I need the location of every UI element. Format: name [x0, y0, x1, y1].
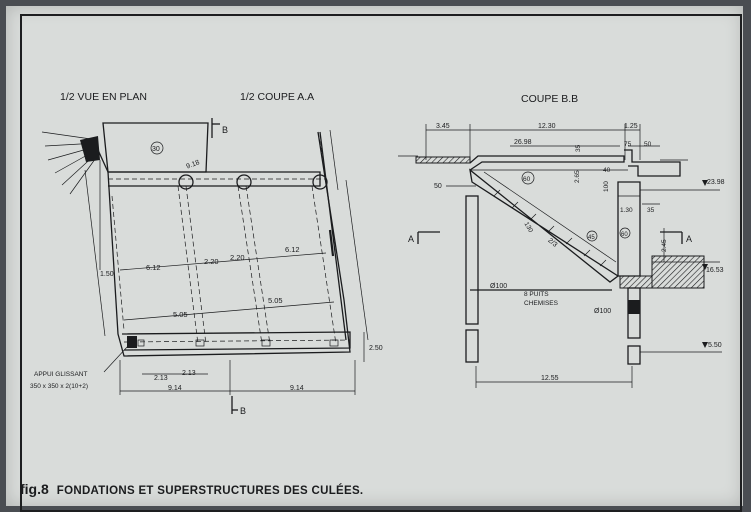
section-top-dimensions — [425, 124, 660, 160]
plan-left-edge — [84, 169, 106, 337]
plan-dim-612-right: 6.12 — [285, 245, 300, 254]
section-dim-35-top: 35 — [575, 144, 582, 152]
section-ground-fill — [651, 255, 705, 289]
figure-caption: fig.8 FONDATIONS ET SUPERSTRUCTURES DES … — [20, 481, 363, 501]
plan-dim-213-left: 2.13 — [154, 375, 168, 382]
section-pile-right-solid — [628, 300, 640, 314]
plan-column-2 — [236, 174, 252, 190]
plan-dim-612-left: 6.12 — [146, 263, 161, 272]
section-dim-130-slope: 130 — [523, 221, 535, 234]
figure-title: FONDATIONS ET SUPERSTRUCTURES DES CULÉES… — [56, 485, 364, 497]
section-circle-45-label: 45 — [588, 235, 595, 241]
section-footing — [619, 275, 653, 289]
section-dim-345: 3.45 — [436, 123, 450, 130]
section-b-bottom-label: B — [240, 406, 246, 416]
section-dim-1230: 12.30 — [538, 123, 556, 130]
bearing-label: APPUI GLISSANT — [34, 371, 87, 378]
level-2398-arrow — [702, 180, 708, 186]
bearing-leader — [103, 345, 129, 373]
figure-number: fig.8 — [20, 481, 49, 497]
level-2398: 23.98 — [707, 179, 725, 186]
plan-bearing-3 — [261, 339, 271, 347]
section-dim-100: 100 — [603, 181, 610, 192]
section-dim-35-right: 35 — [647, 207, 655, 214]
plan-right-wall-top — [317, 131, 323, 153]
section-pile-left-lower — [465, 329, 479, 363]
section-circle-60-top-label: 60 — [523, 176, 531, 183]
section-dim-50-top: 50 — [644, 141, 652, 148]
section-dim-2698: 26.98 — [514, 139, 532, 146]
section-dim-50-left: 50 — [434, 183, 442, 190]
section-circle-60-right — [619, 227, 631, 239]
drawing-sheet — [6, 6, 743, 512]
section-dim-125: 1.25 — [624, 123, 638, 130]
plan-circle-label: 30 — [152, 146, 160, 153]
section-circle-45 — [586, 230, 598, 242]
drawing-frame — [20, 14, 742, 512]
section-circle-60-right-label: 60 — [621, 232, 628, 238]
section-pile-note-2: CHEMISES — [524, 300, 559, 307]
plan-bearing-1 — [137, 339, 145, 347]
plan-bearing-4 — [329, 339, 339, 347]
plan-right-wall — [319, 131, 347, 341]
section-pile-right-lower — [627, 345, 641, 365]
section-a-right-label: A — [686, 234, 692, 244]
section-strut-ticks — [493, 189, 607, 267]
plan-dim-505-left: 5.05 — [173, 310, 188, 319]
plan-dim-914-right: 9.14 — [290, 385, 304, 392]
plan-column-3 — [312, 174, 328, 190]
plan-footing-axis — [123, 339, 351, 343]
plan-bearing-2 — [195, 339, 205, 347]
section-a-left-label: A — [408, 234, 414, 244]
heading-section-aa: 1/2 COUPE A.A — [240, 91, 314, 103]
heading-plan-view: 1/2 VUE EN PLAN — [60, 91, 147, 103]
plan-bearing-solid — [127, 336, 137, 348]
plan-wall-mark — [328, 229, 335, 257]
plan-outline — [97, 131, 351, 357]
level-1653: 16.53 — [706, 267, 724, 274]
section-deck-girder — [624, 149, 681, 177]
section-dim-245: 2.45 — [661, 239, 668, 252]
plan-dimension-lines — [99, 129, 369, 395]
section-approach-slab — [415, 156, 471, 164]
plan-wall-end-solid — [80, 136, 100, 162]
level-550: 5.50 — [708, 342, 722, 349]
plan-interior-walls — [111, 185, 337, 345]
plan-view: 30 — [30, 118, 383, 416]
section-dim-75: 75 — [624, 141, 632, 148]
section-inclined-strut — [469, 168, 620, 283]
section-b-top-label: B — [222, 125, 228, 135]
section-pile-dia-left: Ø100 — [490, 283, 507, 290]
plan-dim-213-right: 2.13 — [182, 370, 196, 377]
plan-circle-marker — [150, 141, 164, 155]
section-strut-top — [483, 171, 617, 263]
plan-dim-505-right: 5.05 — [268, 296, 283, 305]
heading-section-bb: COUPE B.B — [521, 93, 578, 105]
section-dim-1255: 12.55 — [541, 375, 559, 382]
plan-dim-918: 9.18 — [185, 159, 200, 170]
level-1653-arrow — [702, 264, 708, 270]
section-top-slab — [469, 155, 625, 171]
section-pile-dia-right: Ø100 — [594, 308, 611, 315]
plan-dim-220-left: 2.20 — [204, 257, 219, 266]
level-550-arrow — [702, 342, 708, 348]
section-pile-left — [465, 195, 479, 325]
section-circle-60-top — [521, 171, 535, 185]
section-pile-note-1: 8 PUITS — [524, 291, 549, 298]
section-dim-40: 40 — [603, 167, 611, 174]
plan-dim-250: 2.50 — [369, 345, 383, 352]
section-bb: 3.45 12.30 1.25 26.98 35 75 50 60 2.65 4… — [398, 123, 725, 388]
plan-dim-220-right: 2.20 — [230, 253, 245, 262]
plan-column-1 — [178, 174, 194, 190]
section-dim-130-right: 1.30 — [620, 207, 633, 214]
section-dim-265: 2.65 — [574, 170, 581, 183]
plan-dim-150: 1.50 — [100, 271, 114, 278]
plan-dim-914-left: 9.14 — [168, 385, 182, 392]
bearing-size: 350 x 350 x 2(10+2) — [30, 383, 88, 390]
section-slope-ratio: 2/3 — [546, 237, 558, 249]
